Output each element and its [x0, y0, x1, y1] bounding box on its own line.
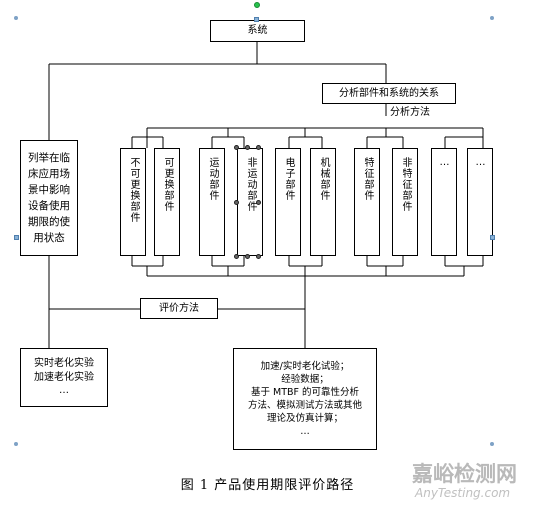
component-box: 特征部件: [354, 148, 380, 256]
component-box: 可更换部件: [154, 148, 180, 256]
detail-line-1: 加速/实时老化试验；: [260, 361, 350, 372]
selection-dot-icon[interactable]: [234, 145, 239, 150]
selection-dot-icon[interactable]: [245, 145, 250, 150]
component-label: 可更换部件: [162, 157, 173, 212]
aging-test-box: 实时老化实验 加速老化实验 …: [20, 348, 108, 407]
rotate-handle-icon[interactable]: [254, 2, 260, 8]
selection-dot-icon[interactable]: [245, 254, 250, 259]
component-label: 非特征部件: [400, 157, 411, 212]
component-box: …: [467, 148, 493, 256]
detail-line-5: 理论及仿真计算；: [266, 413, 343, 424]
detail-line-4: 方法、模拟测试方法或其他: [247, 400, 362, 411]
canvas-corner-br-icon[interactable]: [490, 442, 494, 446]
selection-dot-icon[interactable]: [256, 200, 261, 205]
watermark-url: AnyTesting.com: [415, 486, 511, 500]
component-label: 运动部件: [207, 157, 218, 201]
component-box: 非特征部件: [392, 148, 418, 256]
evaluation-details-box: 加速/实时老化试验； 经验数据； 基于 MTBF 的可靠性分析 方法、模拟测试方…: [233, 348, 377, 450]
usage-state-box: 列举在临床应用场景中影响设备使用期限的使用状态: [20, 140, 78, 256]
selection-dot-icon[interactable]: [234, 254, 239, 259]
detail-line-6: …: [300, 426, 310, 437]
figure-caption: 图 1 产品使用期限评价路径: [180, 478, 355, 493]
usage-state-label: 列举在临床应用场景中影响设备使用期限的使用状态: [28, 152, 70, 244]
detail-line-3: 基于 MTBF 的可靠性分析: [250, 387, 360, 398]
canvas-handle-right-icon[interactable]: [490, 235, 495, 240]
selection-dot-icon[interactable]: [256, 145, 261, 150]
relation-label: 分析部件和系统的关系: [339, 87, 439, 99]
watermark-logo-text: 嘉峪检测网: [412, 462, 517, 486]
component-label: 机械部件: [318, 157, 329, 201]
canvas-corner-tr-icon[interactable]: [490, 16, 494, 20]
analysis-method-label: 分析方法: [390, 107, 430, 118]
selection-handle-top-icon[interactable]: [254, 17, 259, 22]
system-label: 系统: [247, 25, 268, 37]
component-label: …: [439, 157, 450, 169]
aging-line-2: 加速老化实验: [34, 371, 94, 383]
component-label: 特征部件: [362, 157, 373, 201]
component-box: …: [431, 148, 457, 256]
component-label: …: [475, 157, 486, 169]
component-label: 电子部件: [283, 157, 294, 201]
detail-line-2: 经验数据；: [281, 374, 329, 385]
canvas-corner-tl-icon[interactable]: [14, 16, 18, 20]
component-box: 不可更换部件: [120, 148, 146, 256]
component-box: 电子部件: [275, 148, 301, 256]
system-box: 系统: [210, 20, 305, 42]
canvas-handle-left-icon[interactable]: [14, 235, 19, 240]
eval-method-box: 评价方法: [140, 298, 218, 319]
aging-line-1: 实时老化实验: [34, 358, 94, 370]
eval-method-label: 评价方法: [159, 302, 199, 314]
component-box: 运动部件: [199, 148, 225, 256]
selection-dot-icon[interactable]: [234, 200, 239, 205]
relation-box: 分析部件和系统的关系: [322, 83, 456, 104]
canvas-corner-bl-icon[interactable]: [14, 442, 18, 446]
component-label: 非运动部件: [245, 157, 256, 212]
selection-dot-icon[interactable]: [256, 254, 261, 259]
component-box: 机械部件: [310, 148, 336, 256]
component-label: 不可更换部件: [128, 157, 139, 223]
aging-line-3: …: [59, 385, 69, 397]
